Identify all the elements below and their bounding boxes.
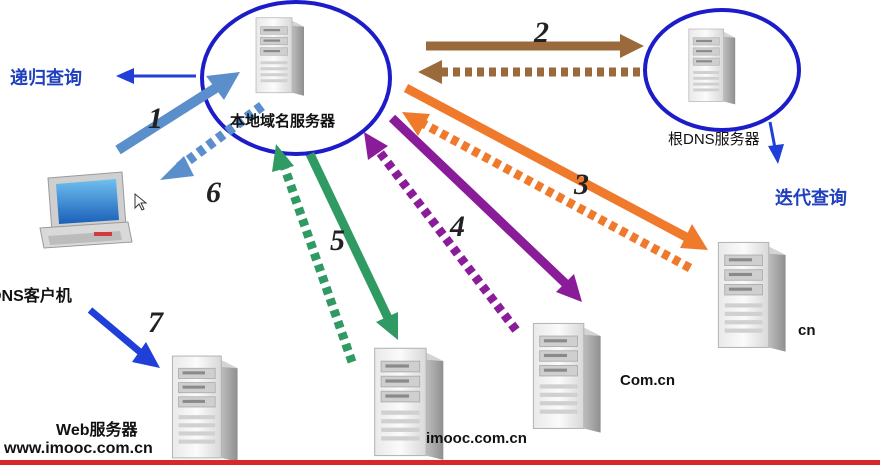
- imooc-label: imooc.com.cn: [426, 430, 527, 447]
- arrow-step-4-query: [388, 114, 582, 302]
- step-number-3: 3: [574, 168, 589, 201]
- local-dns-label: 本地域名服务器: [230, 113, 336, 130]
- mouse-cursor-icon: [134, 192, 148, 211]
- com-cn-label: Com.cn: [620, 372, 676, 389]
- root-dns-server-icon: [688, 28, 736, 105]
- web-url-label: www.imooc.com.cn: [4, 440, 153, 457]
- arrow-step-4-reply: [364, 132, 520, 333]
- iterative-query-arrow: [768, 121, 784, 164]
- step-number-1: 1: [148, 102, 163, 135]
- arrow-step-3-query: [403, 84, 708, 250]
- arrow-step-2-query: [426, 34, 644, 58]
- arrow-step-5-query: [305, 152, 398, 340]
- web-server-label: Web服务器: [56, 422, 138, 439]
- client-label: DNS客户机: [0, 288, 72, 305]
- arrow-step-1: [115, 72, 240, 155]
- com-cn-server-icon: [532, 322, 602, 434]
- step-number-7: 7: [148, 306, 163, 339]
- arrow-step-3-reply: [402, 112, 693, 272]
- step-number-6: 6: [206, 176, 221, 209]
- cn-server-icon: [717, 241, 787, 353]
- arrow-step-6: [160, 101, 265, 180]
- step-number-5: 5: [330, 224, 345, 257]
- iterative-query-label: 迭代查询: [775, 188, 847, 208]
- arrow-step-2-reply: [418, 60, 640, 84]
- desktop-computer-icon: [39, 171, 133, 249]
- recursive-query-label: 递归查询: [10, 68, 82, 88]
- root-dns-label: 根DNS服务器: [668, 131, 760, 148]
- step-number-4: 4: [450, 210, 465, 243]
- bottom-rule: [0, 460, 880, 465]
- cn-label: cn: [798, 322, 816, 339]
- step-number-2: 2: [534, 16, 549, 49]
- arrow-step-7: [87, 307, 160, 368]
- root-dns-highlight-circle: [643, 8, 801, 132]
- arrow-step-5-reply: [272, 144, 357, 364]
- local-dns-highlight-circle: [200, 0, 392, 156]
- recursive-query-arrow: [116, 68, 196, 84]
- local-dns-server-icon: [255, 17, 305, 97]
- web-server-icon: [171, 355, 239, 463]
